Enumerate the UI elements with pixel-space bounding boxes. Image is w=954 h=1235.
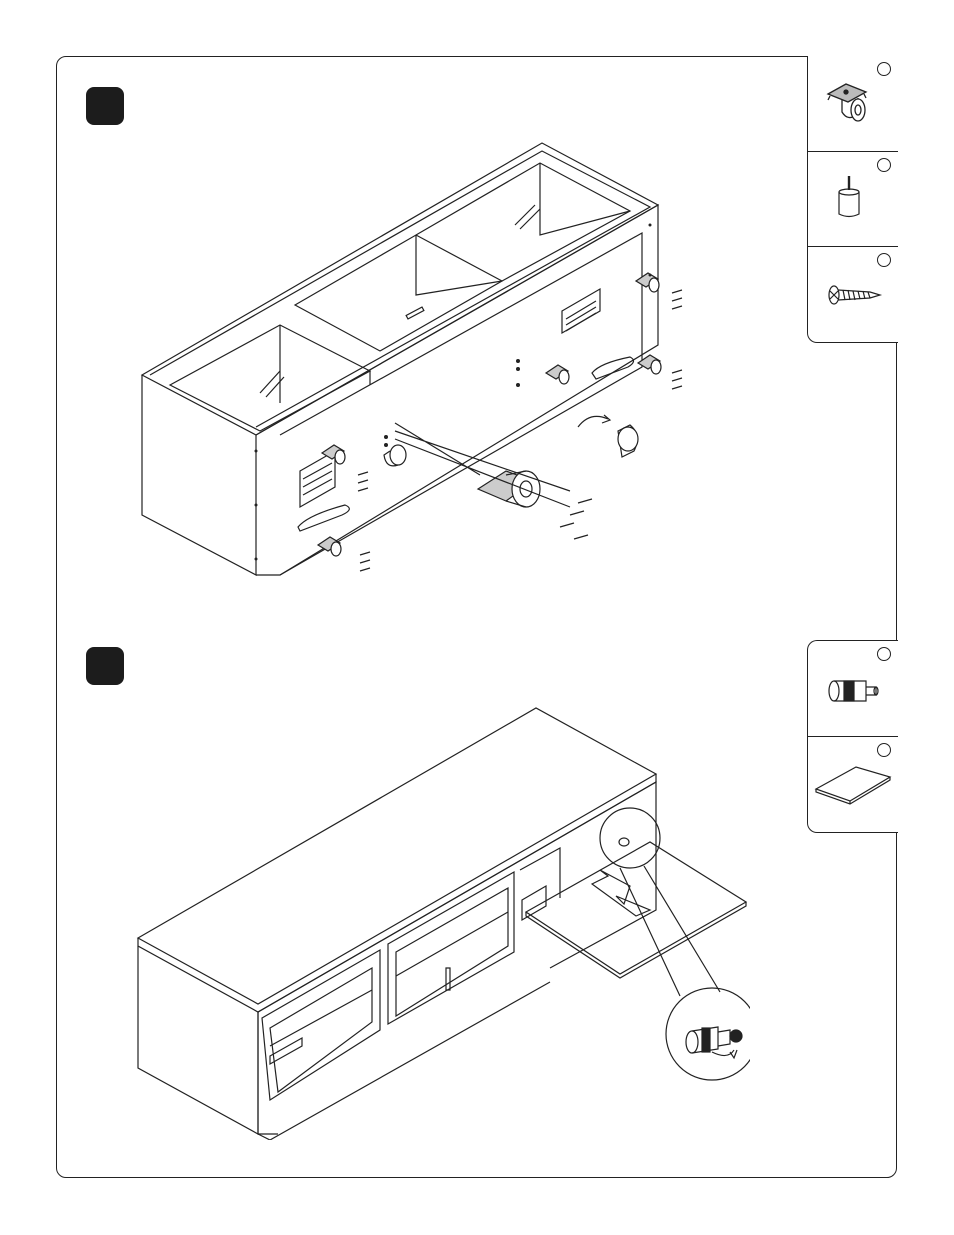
shelf-panel-icon [808, 737, 899, 832]
step-2-assembly-drawing [130, 700, 750, 1140]
step-1-assembly-drawing [130, 135, 690, 595]
step-1-parts-panel [807, 56, 898, 343]
part-screw-cell [808, 247, 898, 343]
part-caster-cell [808, 56, 898, 152]
step-2-parts-panel [807, 640, 898, 833]
screw-icon [808, 247, 899, 342]
leveling-foot-icon [808, 152, 899, 247]
step-2-badge [86, 647, 124, 685]
cam-lock-icon [808, 641, 899, 736]
step-1-badge [86, 87, 124, 125]
caster-wheel-icon [808, 56, 899, 151]
part-cam-lock-cell [808, 641, 898, 737]
part-leveling-foot-cell [808, 152, 898, 248]
part-shelf-panel-cell [808, 737, 898, 833]
